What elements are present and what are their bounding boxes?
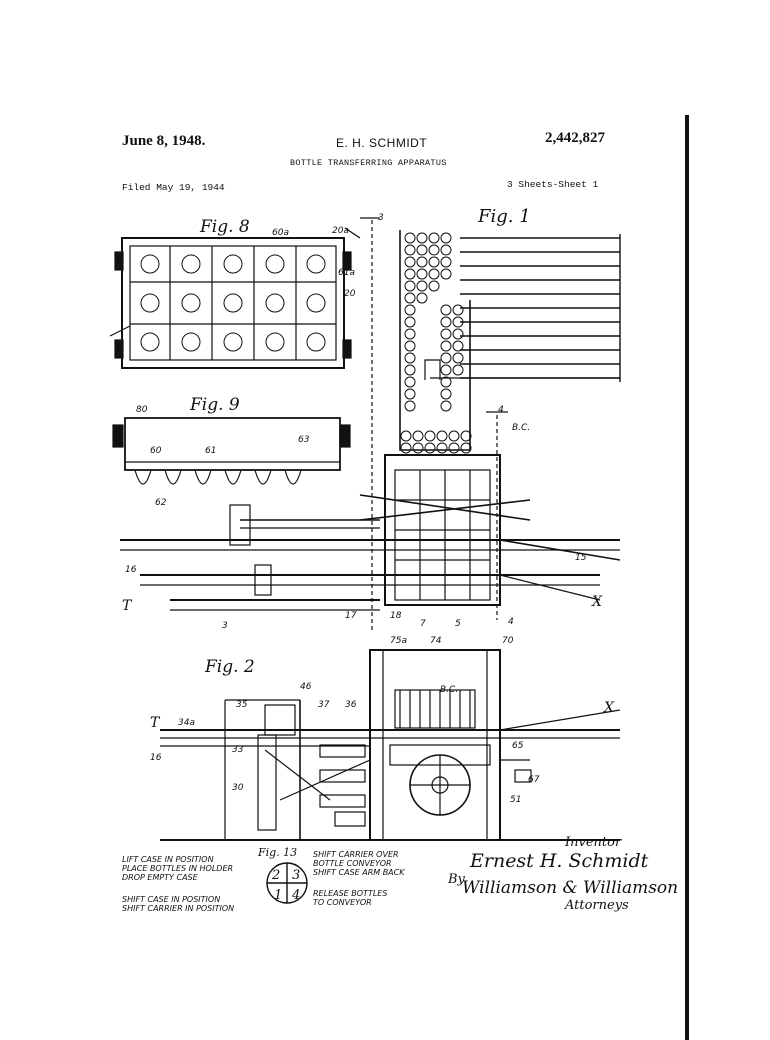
fig2-title: Fig. 2 (204, 657, 255, 677)
attorneys-signature: Williamson & Williamson (462, 878, 679, 898)
fig13-caption-bottom-left: SHIFT CASE IN POSITION SHIFT CARRIER IN … (122, 895, 235, 913)
ref-label: 33 (232, 745, 244, 755)
fig1-conveyor-plan (120, 217, 621, 630)
ref-label: 18 (390, 611, 402, 621)
ref-label: 67 (528, 775, 540, 785)
ref-label: 37 (318, 700, 330, 710)
ref-label: 20a (332, 226, 349, 236)
ref-label: X (591, 594, 603, 610)
inventor-signature: Ernest H. Schmidt (470, 850, 649, 872)
ref-label: 20 (344, 289, 356, 299)
fig2-side-elevation (160, 649, 621, 841)
fig9-title: Fig. 9 (189, 395, 240, 415)
ref-label: 4 (508, 617, 514, 627)
ref-label: 30 (232, 783, 244, 793)
patent-title: BOTTLE TRANSFERRING APPARATUS (290, 158, 447, 168)
fig13-title: Fig. 13 (257, 846, 297, 859)
sheet-count: 3 Sheets-Sheet 1 (507, 179, 599, 190)
ref-label: X (603, 700, 615, 716)
fig13-caption-top-right: SHIFT CARRIER OVER BOTTLE CONVEYOR SHIFT… (313, 850, 405, 877)
ref-label: 75a (390, 636, 407, 646)
scan-edge-line (685, 115, 689, 1040)
fig13-caption-top-left: LIFT CASE IN POSITION PLACE BOTTLES IN H… (122, 855, 234, 882)
attorneys-role-label: Attorneys (565, 898, 629, 913)
inventor-role-label: Inventor (565, 835, 622, 850)
ref-label: 34a (178, 718, 195, 728)
ref-label: T (150, 715, 161, 731)
fig13-quadrant: 4 (291, 888, 300, 903)
fig13-quadrant: 2 (271, 868, 280, 883)
ref-label: 62 (155, 498, 167, 508)
ref-label: 74 (430, 636, 442, 646)
patent-date: June 8, 1948. (122, 133, 206, 149)
ref-label: 61a (338, 268, 355, 278)
ref-label: 3 (222, 621, 228, 631)
ref-label: 60a (272, 228, 289, 238)
ref-label: 46 (300, 682, 312, 692)
ref-label: 80 (136, 405, 148, 415)
ref-label: 16 (125, 565, 137, 575)
fig13-cycle-diagram (266, 862, 308, 904)
ref-label: 60 (150, 446, 162, 456)
ref-label: 51 (510, 795, 521, 805)
fig8-title: Fig. 8 (199, 217, 250, 237)
ref-label: 3 (378, 213, 384, 223)
by-label: By (448, 872, 465, 887)
inventor-header: E. H. SCHMIDT (336, 136, 428, 150)
ref-label: B.C. (440, 685, 458, 695)
filed-date: Filed May 19, 1944 (122, 182, 225, 193)
fig8-holder-plan (109, 227, 361, 369)
fig9-holder-section (112, 417, 351, 485)
ref-label: 5 (455, 619, 461, 629)
ref-label: 16 (150, 753, 162, 763)
ref-label: 35 (236, 700, 248, 710)
fig13-quadrant: 1 (274, 888, 282, 903)
ref-label: 36 (345, 700, 357, 710)
ref-label: T (122, 598, 133, 614)
ref-label: 65 (512, 741, 524, 751)
ref-label: 17 (345, 611, 357, 621)
ref-label: 70 (502, 636, 514, 646)
ref-label: B.C. (512, 423, 530, 433)
fig13-quadrant: 3 (292, 868, 300, 883)
fig13-caption-bottom-right: RELEASE BOTTLES TO CONVEYOR (313, 889, 388, 907)
ref-label: 61 (205, 446, 216, 456)
ref-label: 4 (498, 405, 504, 415)
ref-label: 7 (420, 619, 426, 629)
ref-label: 15 (575, 553, 587, 563)
fig1-title: Fig. 1 (477, 206, 531, 227)
ref-label: 63 (298, 435, 310, 445)
patent-number: 2,442,827 (545, 130, 605, 146)
